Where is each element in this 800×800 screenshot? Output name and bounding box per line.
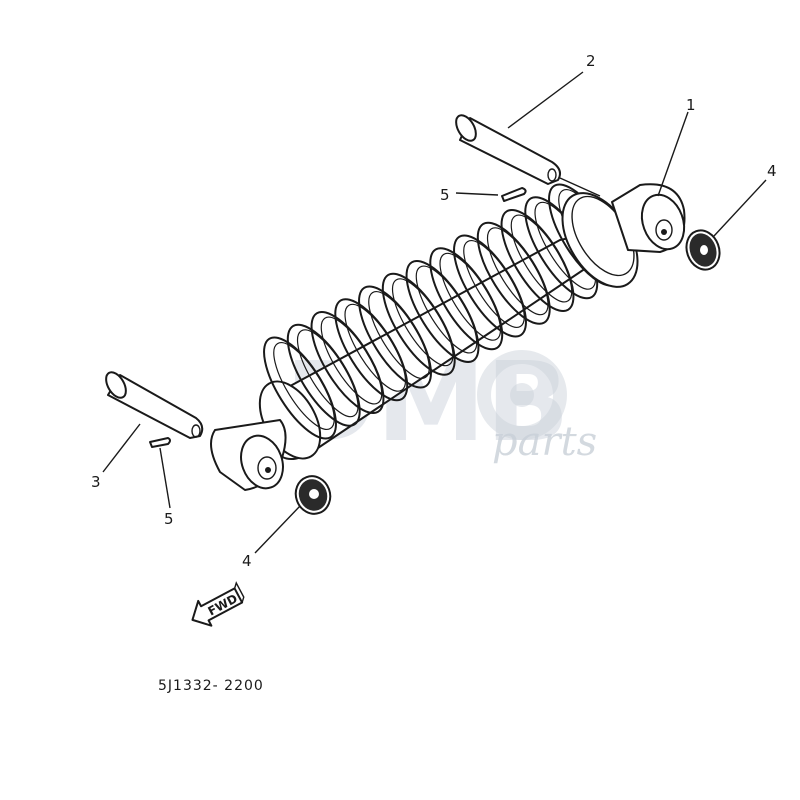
watermark-sub: parts — [492, 419, 597, 465]
washer-lower — [294, 475, 332, 515]
spring-coil-inner — [296, 329, 359, 418]
spring-coil-inner — [415, 265, 478, 354]
callouts: 2 1 4 5 3 5 4 — [91, 52, 777, 570]
callout-4-lower: 4 — [242, 552, 252, 570]
spring-coil-inner — [320, 316, 383, 405]
part-number: 5J1332- 2200 — [158, 678, 264, 694]
callout-4-upper: 4 — [767, 162, 777, 180]
cotter-pin-upper — [501, 187, 527, 202]
fwd-arrow-icon: FWD — [191, 581, 245, 627]
spring-coil-inner — [486, 227, 549, 316]
callout-5-upper: 5 — [440, 186, 450, 204]
watermark-gear-icon — [477, 350, 567, 440]
callout-1: 1 — [686, 96, 696, 114]
spring-coil-inner — [273, 342, 335, 430]
callout-5-lower: 5 — [164, 510, 174, 528]
shock-absorber — [210, 183, 686, 491]
cotter-pin-lower — [149, 437, 171, 448]
upper-pin — [455, 114, 601, 197]
spring-coil-inner — [463, 240, 525, 328]
spring-coil-inner — [439, 252, 502, 341]
spring-coil-inner — [368, 291, 430, 379]
spring-coil-inner — [344, 303, 407, 392]
lower-pin — [105, 371, 204, 439]
spring-coil-inner — [510, 214, 573, 303]
callout-2: 2 — [586, 52, 596, 70]
callout-3: 3 — [91, 473, 101, 491]
leader-lines — [102, 71, 767, 554]
coil-spring — [263, 183, 622, 440]
spring-coil-inner — [391, 278, 454, 367]
washer-upper — [685, 229, 721, 271]
